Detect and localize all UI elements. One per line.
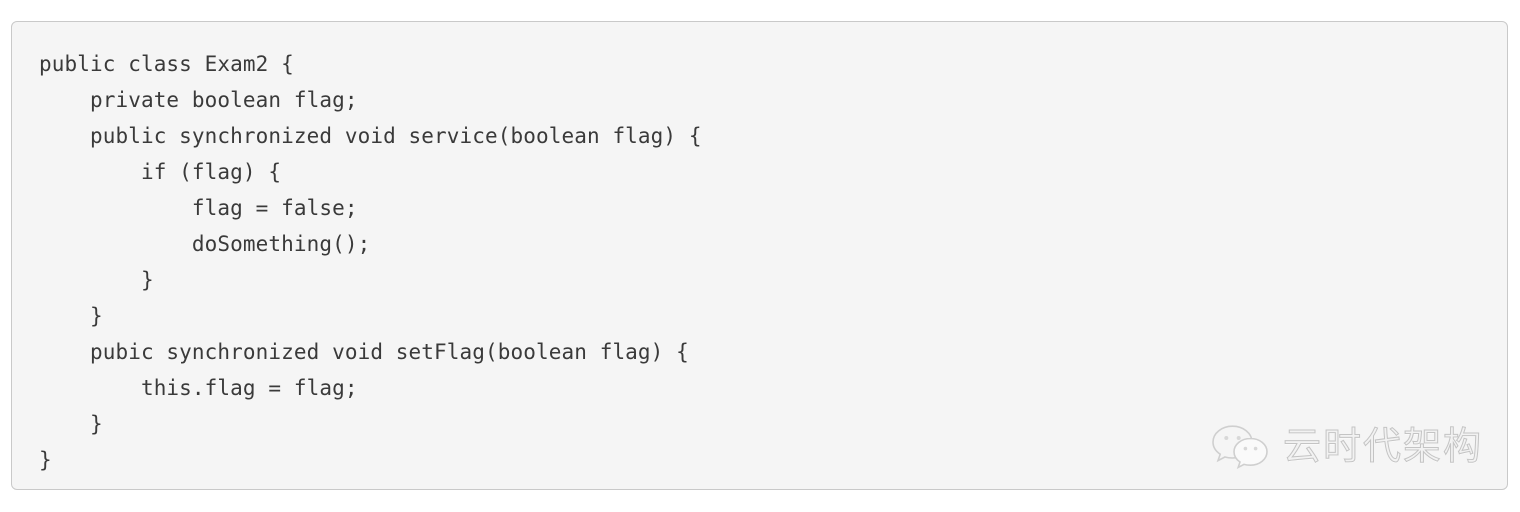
code-line: public class Exam2 { <box>39 52 294 76</box>
code-line: if (flag) { <box>39 160 282 184</box>
code-block: public class Exam2 { private boolean fla… <box>11 21 1508 490</box>
code-line: flag = false; <box>39 196 358 220</box>
code-line: } <box>39 304 103 328</box>
code-line: } <box>39 412 103 436</box>
code-line: } <box>39 268 154 292</box>
code-line: doSomething(); <box>39 232 371 256</box>
code-line: private boolean flag; <box>39 88 358 112</box>
code-line: this.flag = flag; <box>39 376 358 400</box>
code-line: pubic synchronized void setFlag(boolean … <box>39 340 689 364</box>
code-line: } <box>39 448 52 472</box>
code-line: public synchronized void service(boolean… <box>39 124 702 148</box>
code-lines: public class Exam2 { private boolean fla… <box>39 46 1507 478</box>
